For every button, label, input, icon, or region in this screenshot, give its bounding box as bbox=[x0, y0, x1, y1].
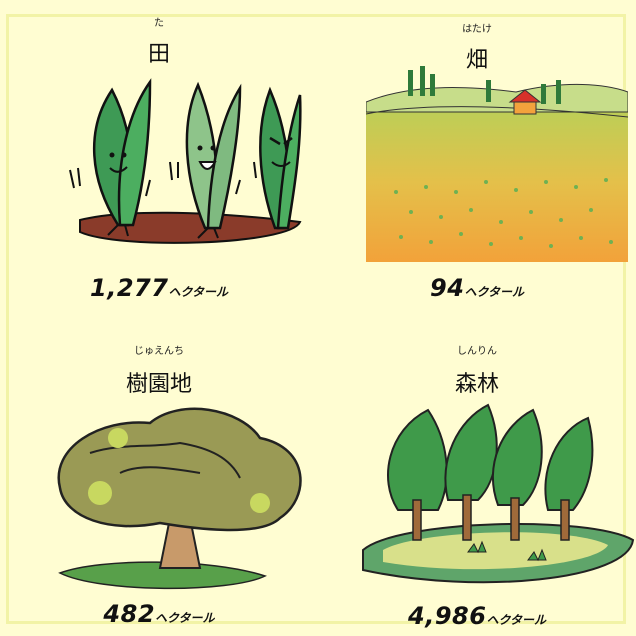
forest-area-unit: ヘクタール bbox=[486, 613, 546, 627]
rice-field-area-value: 1,277 bbox=[90, 274, 169, 302]
forest-area: 4,986ヘクタール bbox=[347, 602, 607, 630]
panel-frame bbox=[6, 14, 626, 624]
orchard-area-value: 482 bbox=[103, 600, 156, 628]
panel-dry-field: はたけ 畑 94ヘクタ bbox=[318, 0, 636, 318]
rice-field-furigana: た bbox=[154, 18, 164, 29]
forest-label: 森林 bbox=[454, 372, 499, 397]
rice-plant-illustration bbox=[69, 78, 302, 244]
dry-field-furigana: はたけ bbox=[462, 24, 492, 35]
forest-area-value: 4,986 bbox=[408, 602, 487, 630]
rice-field-label: 田 bbox=[147, 42, 170, 67]
rice-field-area-unit: ヘクタール bbox=[168, 285, 228, 299]
orchard-tree-illustration bbox=[57, 407, 302, 590]
panel-rice-field: た 田 1,277ヘクタール bbox=[0, 0, 318, 318]
forest-illustration bbox=[362, 403, 635, 584]
rice-field-area: 1,277ヘクタール bbox=[29, 274, 289, 302]
forest-furigana: しんりん bbox=[457, 346, 497, 357]
orchard-furigana: じゅえんち bbox=[134, 346, 184, 357]
dry-field-label: 畑 bbox=[465, 48, 488, 73]
dry-field-area-unit: ヘクタール bbox=[464, 285, 524, 299]
panel-orchard: じゅえんち 樹園地 482ヘクタール bbox=[0, 318, 318, 636]
orchard-area-unit: ヘクタール bbox=[155, 611, 215, 625]
panel-forest: しんりん 森林 4,986ヘクタール bbox=[318, 318, 636, 636]
dry-field-area: 94ヘクタール bbox=[347, 274, 607, 302]
dry-field-area-value: 94 bbox=[430, 274, 465, 302]
farm-field-illustration bbox=[366, 66, 628, 262]
orchard-area: 482ヘクタール bbox=[29, 600, 289, 628]
orchard-label: 樹園地 bbox=[125, 372, 192, 397]
